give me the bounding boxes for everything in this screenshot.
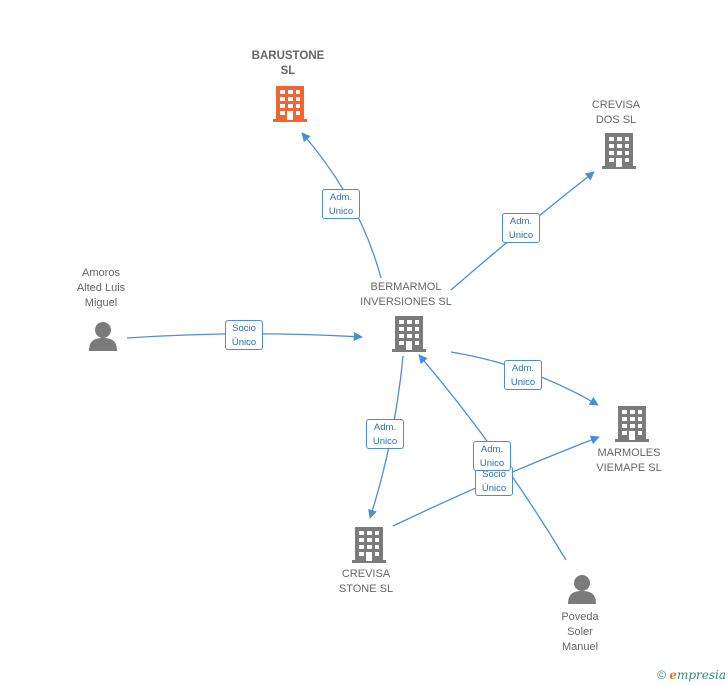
crevisa-dos-line1: CREVISA	[591, 99, 641, 111]
crevisa-stone-line1: CREVISA	[341, 568, 391, 580]
crevisa-dos-line2: DOS SL	[595, 114, 637, 126]
amoros-line1: Amoros	[82, 267, 120, 279]
poveda-line3: Manuel	[561, 641, 599, 653]
edge2-l1: Adm.	[509, 216, 533, 227]
edge5-l1: Adm.	[373, 422, 397, 433]
brand-logo-text: mpresia	[676, 668, 726, 682]
edge4-l1: Adm.	[511, 363, 535, 374]
edge7-l2: Unico	[479, 458, 505, 469]
edge-label-bermarmol-marmoles: Adm. Unico	[504, 360, 542, 390]
person-icon-amoros[interactable]	[89, 322, 117, 351]
edge-label-bermarmol-barustone: Adm. Unico	[322, 189, 360, 219]
node-label-amoros[interactable]: Amoros Alted Luis Miguel	[56, 266, 146, 311]
marmoles-line2: VIEMAPE SL	[596, 462, 662, 474]
edge7-l1: Adm.	[480, 444, 504, 455]
building-icon-marmoles[interactable]	[615, 406, 649, 442]
amoros-line2: Alted Luis	[76, 282, 126, 294]
edge6-l2: Único	[481, 483, 507, 494]
copyright-icon: ©	[657, 668, 666, 682]
person-icon-poveda[interactable]	[568, 575, 596, 604]
building-icon-crevisa-stone[interactable]	[352, 527, 386, 563]
crevisa-stone-line2: STONE SL	[338, 583, 394, 595]
node-label-marmoles[interactable]: MARMOLES VIEMAPE SL	[579, 446, 679, 476]
edge2-l2: Unico	[508, 230, 534, 241]
edge3-l1: Socio	[232, 323, 256, 334]
edge6-l1: Socio	[482, 469, 506, 480]
node-label-crevisa-dos[interactable]: CREVISA DOS SL	[566, 98, 666, 128]
edge-label-amoros-bermarmol: Socio Único	[225, 320, 263, 350]
amoros-line3: Miguel	[84, 297, 118, 309]
marmoles-line1: MARMOLES	[597, 447, 661, 459]
poveda-line1: Poveda	[561, 611, 599, 623]
node-label-bermarmol[interactable]: BERMARMOL INVERSIONES SL	[346, 280, 466, 310]
barustone-line1: BARUSTONE	[251, 50, 325, 62]
building-icon-bermarmol[interactable]	[392, 316, 426, 352]
edge-label-poveda-bermarmol: Adm. Unico	[473, 441, 511, 471]
barustone-line2: SL	[280, 65, 296, 77]
edge5-l2: Unico	[372, 436, 398, 447]
node-label-poveda[interactable]: Poveda Soler Manuel	[540, 610, 620, 655]
edge1-l2: Unico	[328, 206, 354, 217]
bermarmol-line1: BERMARMOL	[370, 281, 442, 293]
edge-label-bermarmol-crevisa-stone: Adm. Unico	[366, 419, 404, 449]
bermarmol-line2: INVERSIONES SL	[360, 296, 452, 308]
poveda-line2: Soler	[567, 626, 593, 638]
footer-brand[interactable]: © empresia	[657, 668, 726, 682]
brand-logo-e: e	[669, 668, 677, 682]
edge-label-bermarmol-crevisa-dos: Adm. Unico	[502, 213, 540, 243]
building-icon-crevisa-dos[interactable]	[602, 133, 636, 169]
node-label-barustone[interactable]: BARUSTONE SL	[238, 49, 338, 79]
edge3-l2: Único	[231, 337, 257, 348]
node-label-crevisa-stone[interactable]: CREVISA STONE SL	[316, 567, 416, 597]
edge1-l1: Adm.	[329, 192, 353, 203]
edge4-l2: Unico	[510, 377, 536, 388]
building-icon-barustone[interactable]	[273, 86, 307, 122]
